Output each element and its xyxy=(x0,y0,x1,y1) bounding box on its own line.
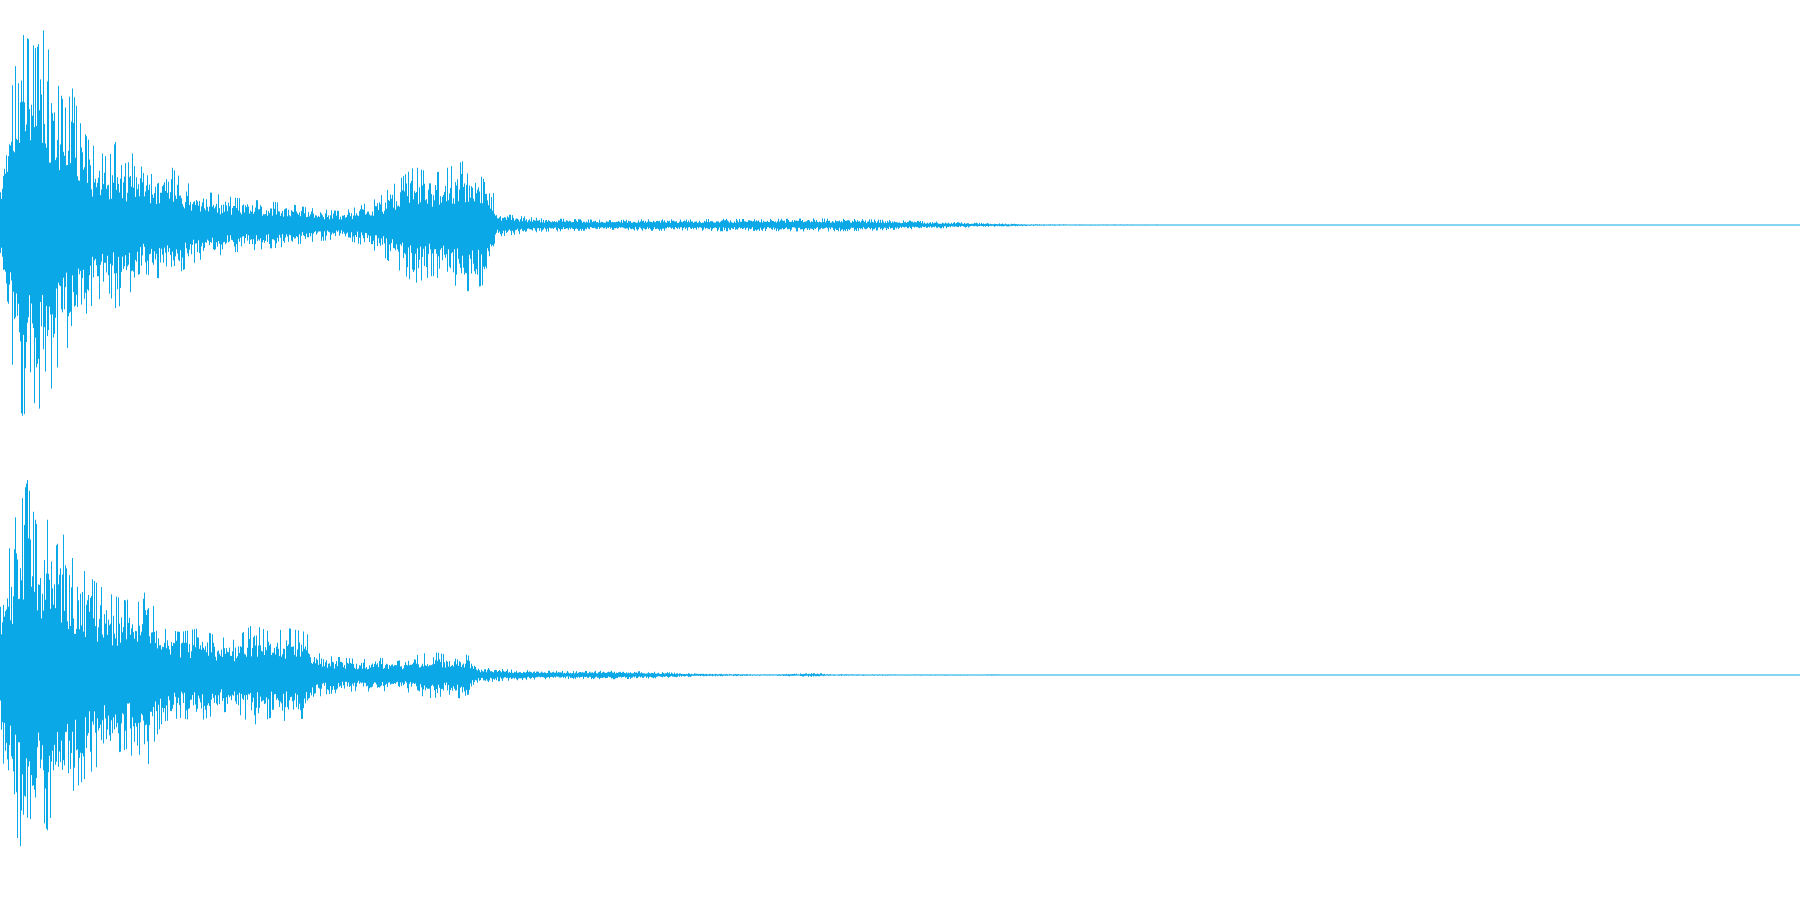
waveform-channel-1 xyxy=(0,30,1800,416)
waveform-samples xyxy=(0,30,1620,416)
waveform-samples xyxy=(0,480,1486,847)
waveform-channel-2 xyxy=(0,480,1800,847)
